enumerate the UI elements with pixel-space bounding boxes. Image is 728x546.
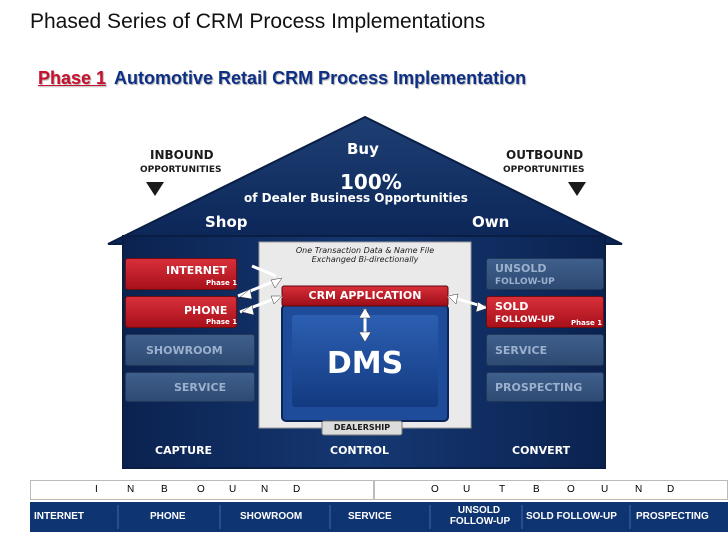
internet-box: INTERNET Phase 1 bbox=[125, 258, 237, 290]
outbound-letter: O bbox=[567, 484, 575, 495]
internet-phase-label: Phase 1 bbox=[206, 279, 238, 287]
category-phone: PHONE bbox=[150, 511, 186, 522]
control-label: CONTROL bbox=[330, 444, 389, 457]
category-internet: INTERNET bbox=[34, 511, 84, 522]
own-label: Own bbox=[472, 213, 510, 231]
inbound-letter: N bbox=[127, 484, 135, 495]
inbound-sub-label: OPPORTUNITIES bbox=[140, 165, 222, 175]
category-unsold-followup: FOLLOW-UP bbox=[449, 516, 511, 527]
outbound-letters-bar: O U T B O U N D bbox=[374, 480, 728, 500]
category-prospecting: PROSPECTING bbox=[636, 511, 709, 522]
capture-label: CAPTURE bbox=[155, 444, 213, 457]
phone-phase-label: Phase 1 bbox=[206, 318, 238, 326]
inbound-letter: U bbox=[229, 484, 237, 495]
category-unsold: UNSOLD bbox=[457, 505, 501, 516]
percent-label: 100% bbox=[340, 170, 402, 194]
outbound-arrow-icon bbox=[568, 182, 586, 196]
outbound-letter: T bbox=[499, 484, 506, 495]
category-showroom: SHOWROOM bbox=[240, 511, 303, 522]
internet-box-label: INTERNET bbox=[166, 264, 228, 277]
sold-followup-label: FOLLOW-UP bbox=[495, 315, 555, 325]
buy-label: Buy bbox=[347, 140, 379, 158]
outbound-letter: O bbox=[431, 484, 439, 495]
service-right-box: SERVICE bbox=[486, 334, 604, 366]
dealership-label: DEALERSHIP bbox=[333, 423, 391, 432]
showroom-box: SHOWROOM bbox=[125, 334, 255, 366]
transaction-line-2: Exchanged Bi-directionally bbox=[311, 255, 419, 264]
service-right-box-label: SERVICE bbox=[495, 344, 548, 357]
unsold-label: UNSOLD bbox=[495, 262, 547, 275]
inbound-letter: D bbox=[293, 484, 301, 495]
page-subtitle: Phase 1 Automotive Retail CRM Process Imp… bbox=[38, 68, 526, 89]
convert-label: CONVERT bbox=[512, 444, 571, 457]
outbound-sub-label: OPPORTUNITIES bbox=[503, 165, 585, 175]
phase-label: Phase 1 bbox=[38, 68, 107, 88]
category-service: SERVICE bbox=[348, 511, 392, 522]
service-left-box: SERVICE bbox=[125, 372, 255, 402]
prospecting-box: PROSPECTING bbox=[486, 372, 604, 402]
category-sold-followup: SOLD FOLLOW-UP bbox=[526, 511, 617, 522]
prospecting-box-label: PROSPECTING bbox=[495, 381, 583, 394]
transaction-note: One Transaction Data & Name File Exchang… bbox=[262, 246, 468, 264]
outbound-letter: U bbox=[463, 484, 471, 495]
outbound-letter: B bbox=[533, 484, 540, 495]
outbound-letter: N bbox=[635, 484, 643, 495]
inbound-letters-bar: I N B O U N D bbox=[30, 480, 374, 500]
inbound-letter: N bbox=[261, 484, 269, 495]
service-left-box-label: SERVICE bbox=[174, 381, 227, 394]
page-title: Phased Series of CRM Process Implementat… bbox=[30, 10, 486, 33]
sold-followup-box: SOLD FOLLOW-UP Phase 1 bbox=[486, 296, 604, 328]
unsold-followup-box: UNSOLD FOLLOW-UP bbox=[486, 258, 604, 290]
showroom-box-label: SHOWROOM bbox=[146, 344, 223, 357]
inbound-arrow-icon bbox=[146, 182, 164, 196]
transaction-line-1: One Transaction Data & Name File bbox=[295, 246, 435, 255]
dealer-opportunities-label: of Dealer Business Opportunities bbox=[244, 191, 468, 205]
category-bar: INTERNET PHONE SHOWROOM SERVICE UNSOLD F… bbox=[30, 502, 728, 532]
sold-label: SOLD bbox=[495, 300, 529, 313]
phone-box-label: PHONE bbox=[184, 304, 228, 317]
category-separators bbox=[117, 505, 631, 529]
outbound-letter: D bbox=[667, 484, 675, 495]
shop-label: Shop bbox=[205, 213, 248, 231]
unsold-followup-label: FOLLOW-UP bbox=[495, 277, 555, 287]
sold-phase-label: Phase 1 bbox=[571, 319, 603, 327]
crm-application-label: CRM APPLICATION bbox=[308, 289, 422, 302]
inbound-letter: O bbox=[197, 484, 205, 495]
inbound-letter: B bbox=[161, 484, 168, 495]
dms-label: DMS bbox=[326, 346, 404, 381]
outbound-label: OUTBOUND bbox=[506, 148, 584, 162]
inbound-letter: I bbox=[95, 484, 98, 495]
inbound-label: INBOUND bbox=[150, 148, 214, 162]
subtitle-text: Automotive Retail CRM Process Implementa… bbox=[114, 68, 527, 88]
outbound-letter: U bbox=[601, 484, 609, 495]
phone-box: PHONE Phase 1 bbox=[125, 296, 237, 328]
dealership-tag bbox=[321, 420, 403, 436]
